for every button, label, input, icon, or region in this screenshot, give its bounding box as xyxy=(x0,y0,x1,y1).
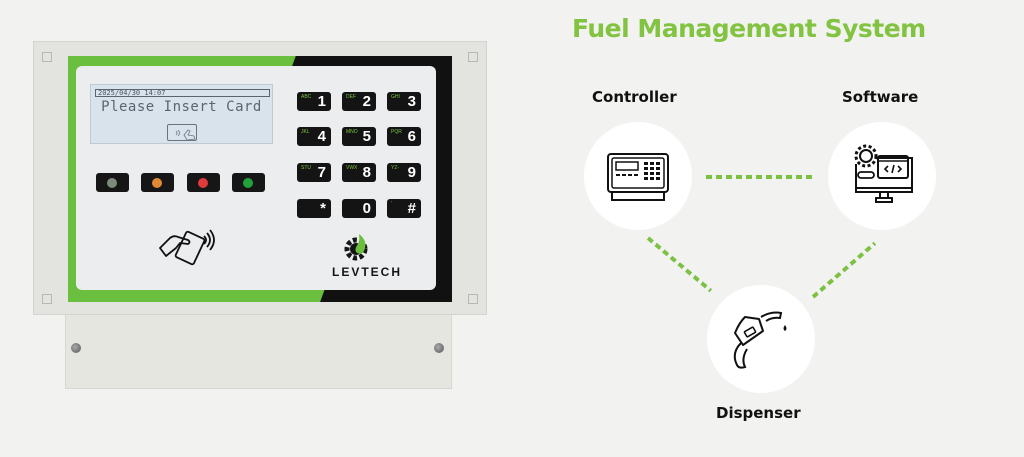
screw-icon xyxy=(71,343,81,353)
led-light xyxy=(152,178,162,188)
key-number: 3 xyxy=(407,93,416,110)
key-number: 0 xyxy=(362,200,371,217)
lcd-display: 2025/04/30 14:07 Please Insert Card xyxy=(90,84,273,144)
key-number: * xyxy=(320,200,326,217)
corner-clip xyxy=(42,294,52,304)
status-led-gray xyxy=(96,173,129,192)
key-5[interactable]: MNO 5 xyxy=(342,127,376,146)
screw-icon xyxy=(434,343,444,353)
key-number: 4 xyxy=(317,128,326,145)
key-number: 6 xyxy=(407,128,416,145)
key-number: 5 xyxy=(362,128,371,145)
corner-clip xyxy=(42,52,52,62)
led-light xyxy=(107,178,117,188)
corner-clip xyxy=(468,52,478,62)
key-number: 2 xyxy=(362,93,371,110)
controller-label: Controller xyxy=(592,88,677,106)
card-tap-icon xyxy=(167,124,197,141)
connector-controller-dispenser xyxy=(646,236,713,293)
levtech-logo-icon xyxy=(342,232,372,266)
key-number: 9 xyxy=(407,164,416,181)
brand-name: LEVTECH xyxy=(332,265,403,279)
key-letters: ' xyxy=(391,201,392,207)
diagram-title: Fuel Management System xyxy=(572,14,926,43)
key-hash[interactable]: '# xyxy=(387,199,421,218)
key-6[interactable]: PQR 6 xyxy=(387,127,421,146)
key-letters: STU xyxy=(301,165,311,171)
key-letters: ABC xyxy=(301,94,312,100)
nfc-card-tap-icon xyxy=(158,226,220,270)
lcd-datetime: 2025/04/30 14:07 xyxy=(95,89,270,97)
key-number: 8 xyxy=(362,164,371,181)
key-2[interactable]: DEF 2 xyxy=(342,92,376,111)
key-number: 7 xyxy=(317,164,326,181)
dispenser-label: Dispenser xyxy=(716,404,801,422)
dispenser-node xyxy=(707,285,815,393)
software-node xyxy=(828,122,936,230)
key-star[interactable]: * xyxy=(297,199,331,218)
key-letters: VWX xyxy=(346,165,358,171)
software-label: Software xyxy=(842,88,919,106)
status-led-green xyxy=(232,173,265,192)
key-4[interactable]: JKL 4 xyxy=(297,127,331,146)
key-7[interactable]: STU 7 xyxy=(297,163,331,182)
key-8[interactable]: VWX 8 xyxy=(342,163,376,182)
computer-gear-code-icon xyxy=(854,144,913,203)
device-lower-housing xyxy=(65,313,452,389)
controller-node xyxy=(584,122,692,230)
key-1[interactable]: ABC 1 xyxy=(297,92,331,111)
key-3[interactable]: GHI 3 xyxy=(387,92,421,111)
key-letters: GHI xyxy=(391,94,400,100)
status-led-orange xyxy=(141,173,174,192)
key-letters: JKL xyxy=(301,129,310,135)
key-0[interactable]: 0 xyxy=(342,199,376,218)
key-letters: PQR xyxy=(391,129,402,135)
lcd-message: Please Insert Card xyxy=(101,99,262,115)
led-light xyxy=(243,178,253,188)
connector-controller-software xyxy=(706,175,814,179)
key-number: # xyxy=(407,200,416,217)
key-letters: DEF xyxy=(346,94,356,100)
connector-software-dispenser xyxy=(811,241,877,299)
fuel-nozzle-icon xyxy=(733,311,787,369)
key-number: 1 xyxy=(317,93,326,110)
status-led-red xyxy=(187,173,220,192)
key-letters: MNO xyxy=(346,129,358,135)
key-9[interactable]: YZ- 9 xyxy=(387,163,421,182)
key-letters: YZ- xyxy=(391,165,400,171)
led-light xyxy=(198,178,208,188)
corner-clip xyxy=(468,294,478,304)
controller-device-icon xyxy=(607,153,669,201)
